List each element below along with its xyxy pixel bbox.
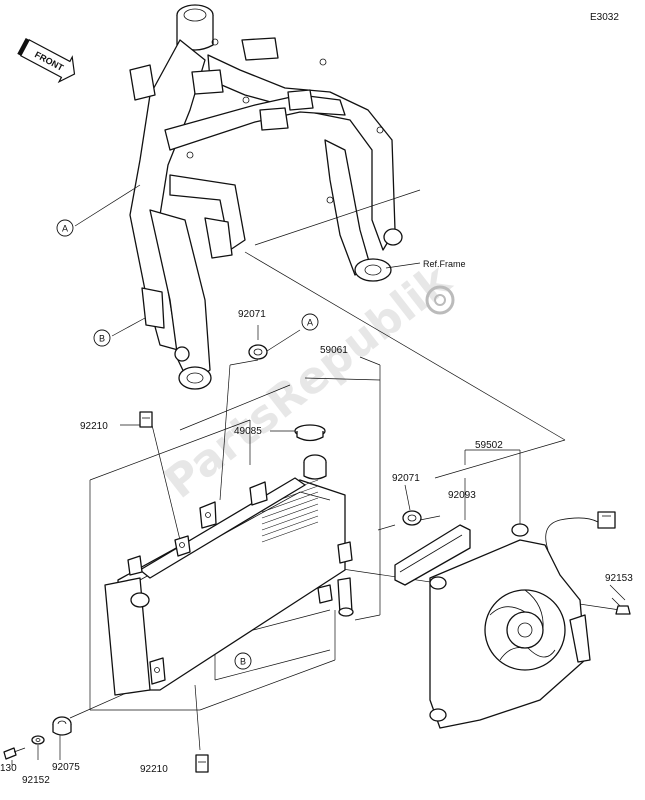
part-label-59502: 59502 bbox=[475, 440, 503, 451]
radiator-cap-49085 bbox=[294, 424, 326, 442]
clip-92210-bottom bbox=[195, 754, 209, 773]
callout-b-lower: B bbox=[234, 652, 252, 670]
diagram-code: E3032 bbox=[590, 12, 619, 23]
part-label-59061: 59061 bbox=[320, 345, 348, 356]
clip-92210-top bbox=[139, 411, 153, 428]
part-label-92153: 92153 bbox=[605, 573, 633, 584]
svg-text:B: B bbox=[240, 657, 246, 667]
part-label-92152: 92152 bbox=[22, 775, 50, 786]
frame bbox=[129, 4, 403, 390]
grommet-92071-top bbox=[248, 344, 268, 360]
callout-b-left: B bbox=[93, 329, 111, 347]
grommet-92071-mid bbox=[402, 510, 422, 526]
gear-watermark-icon bbox=[425, 285, 455, 315]
bolt-130 bbox=[3, 747, 26, 760]
washer-92152 bbox=[31, 735, 45, 745]
svg-text:A: A bbox=[307, 318, 313, 328]
part-label-92210-top: 92210 bbox=[80, 421, 108, 432]
bolt-92153 bbox=[611, 597, 631, 615]
ref-frame-label: Ref.Frame bbox=[423, 259, 466, 269]
svg-text:B: B bbox=[99, 334, 105, 344]
part-label-49085: 49085 bbox=[234, 426, 262, 437]
part-label-92071-top: 92071 bbox=[238, 309, 266, 320]
part-label-92210-bottom: 92210 bbox=[140, 764, 168, 775]
bracket-92093 bbox=[394, 524, 471, 586]
svg-text:A: A bbox=[62, 224, 68, 234]
fan-assembly-59502 bbox=[429, 511, 616, 729]
front-arrow-icon: FRONT bbox=[17, 37, 76, 84]
part-label-92071-mid: 92071 bbox=[392, 473, 420, 484]
callout-a-left: A bbox=[56, 219, 74, 237]
radiator-59061 bbox=[104, 454, 354, 696]
part-label-130: 130 bbox=[0, 763, 17, 774]
callout-a-right: A bbox=[301, 313, 319, 331]
collar-92075 bbox=[52, 716, 72, 736]
part-label-92093: 92093 bbox=[448, 490, 476, 501]
part-label-92075: 92075 bbox=[52, 762, 80, 773]
radiator-core bbox=[261, 479, 319, 543]
